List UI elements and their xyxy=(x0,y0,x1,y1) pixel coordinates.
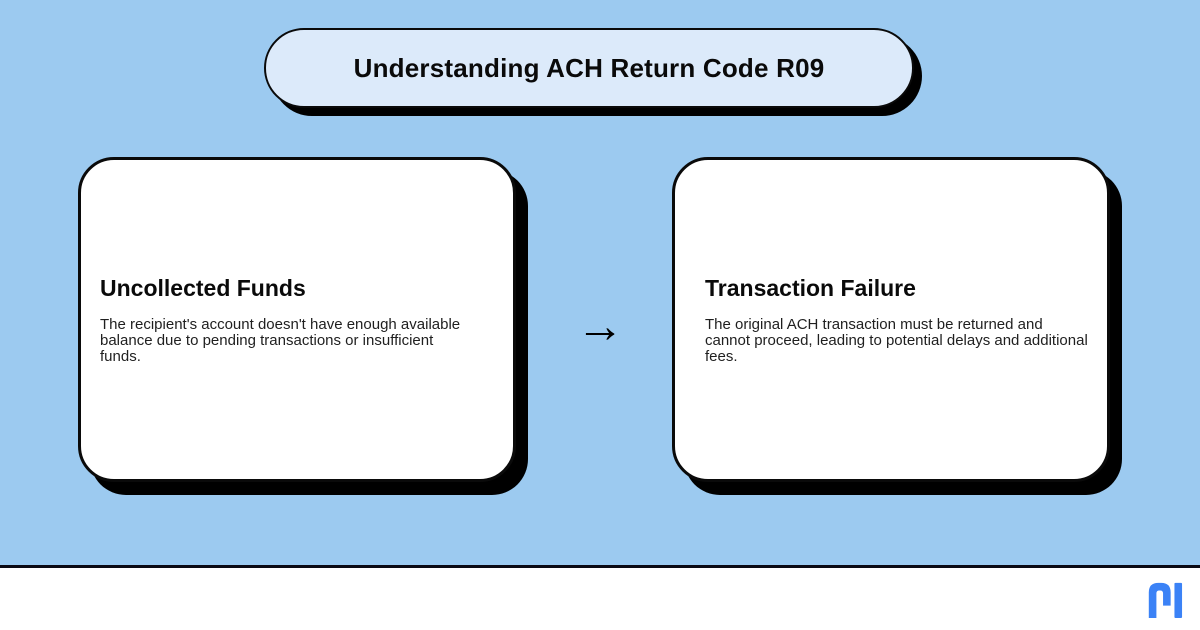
right-arrow-icon: → xyxy=(576,299,624,353)
page-title: Understanding ACH Return Code R09 xyxy=(353,52,825,83)
card-heading: Transaction Failure xyxy=(705,274,916,301)
footer-bar xyxy=(0,565,1200,630)
card-heading: Uncollected Funds xyxy=(100,274,306,301)
card-transaction-failure: Transaction Failure The original ACH tra… xyxy=(672,157,1110,482)
title-banner: Understanding ACH Return Code R09 xyxy=(264,28,914,108)
card-body: The original ACH transaction must be ret… xyxy=(705,315,1088,365)
n-logo-icon xyxy=(1148,582,1183,618)
card-uncollected-funds: Uncollected Funds The recipient's accoun… xyxy=(78,157,516,482)
card-body: The recipient's account doesn't have eno… xyxy=(100,315,461,365)
